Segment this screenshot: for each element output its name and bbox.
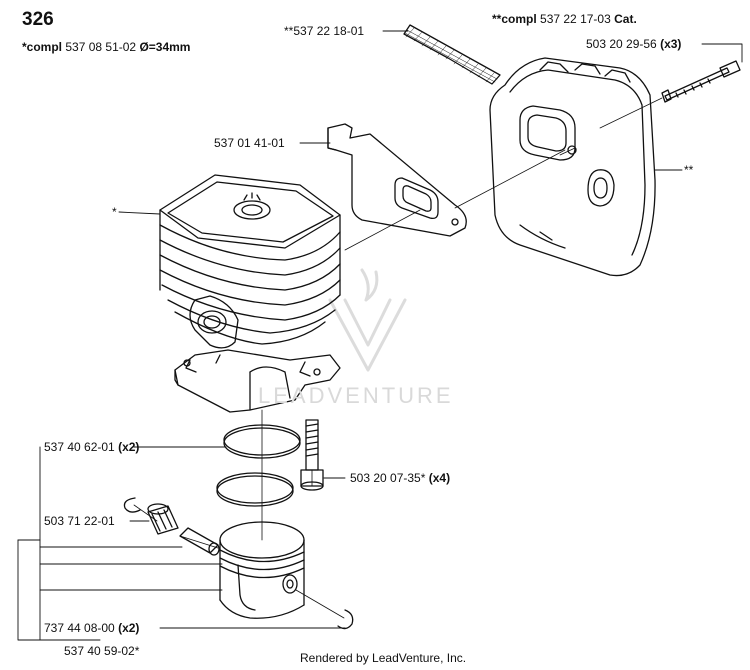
muffler-bolt-qty: (x3) [660, 37, 682, 51]
circlip-label[interactable]: 737 44 08-00 (x2) [44, 621, 139, 635]
piston-ring-number: 537 40 62-01 [44, 440, 115, 454]
cylinder-marker: * [112, 205, 117, 219]
cylinder [159, 174, 341, 413]
piston-kit-label[interactable]: 537 40 59-02* [64, 644, 140, 658]
muffler-bolt-label[interactable]: 503 20 29-56 (x3) [586, 37, 681, 51]
cylinder-kit-spec: Ø=34mm [139, 40, 191, 54]
piston-ring-qty: (x2) [118, 440, 140, 454]
circlip-left [123, 497, 141, 513]
gasket-label[interactable]: 537 01 41-01 [214, 136, 285, 150]
spark-screen-label[interactable]: **537 22 18-01 [284, 24, 365, 38]
circlip-qty: (x2) [118, 621, 140, 635]
piston-pin [179, 527, 220, 556]
circlip-number: 737 44 08-00 [44, 621, 115, 635]
circlip-right [337, 609, 354, 630]
leader-lines [17, 30, 743, 641]
piston-ring-lower [216, 472, 294, 507]
muffler [489, 57, 656, 277]
muffler-kit-suffix: Cat. [614, 12, 637, 26]
muffler-bolt [661, 60, 741, 103]
alignment-lines [133, 97, 663, 619]
page-title: 326 [22, 9, 54, 30]
muffler-marker: ** [684, 163, 694, 177]
watermark-logo [328, 268, 407, 372]
cylinder-screw-number: 503 20 07-35* [350, 471, 426, 485]
muffler-kit-prefix: **compl [492, 12, 537, 26]
muffler-kit-number: 537 22 17-03 [540, 12, 611, 26]
needle-bearing [147, 503, 179, 535]
footer-credit: Rendered by LeadVenture, Inc. [300, 651, 467, 665]
cylinder-kit-number: 537 08 51-02 [65, 40, 137, 54]
spark-arrestor-screen [403, 24, 501, 85]
cylinder-screw-qty: (x4) [428, 471, 451, 485]
watermark-text: LEADVENTURE [258, 383, 454, 408]
muffler-gasket [327, 123, 467, 237]
cylinder-kit-prefix: *compl [22, 40, 63, 54]
muffler-kit-label[interactable]: **compl 537 22 17-03 Cat. [492, 12, 637, 26]
needle-bearing-label[interactable]: 503 71 22-01 [44, 514, 115, 528]
cylinder-kit-label[interactable]: *compl 537 08 51-02 Ø=34mm [22, 40, 190, 54]
muffler-bolt-number: 503 20 29-56 [586, 37, 657, 51]
piston [219, 521, 305, 619]
piston-ring-label[interactable]: 537 40 62-01 (x2) [44, 440, 139, 454]
cylinder-screw-label[interactable]: 503 20 07-35* (x4) [350, 471, 450, 485]
